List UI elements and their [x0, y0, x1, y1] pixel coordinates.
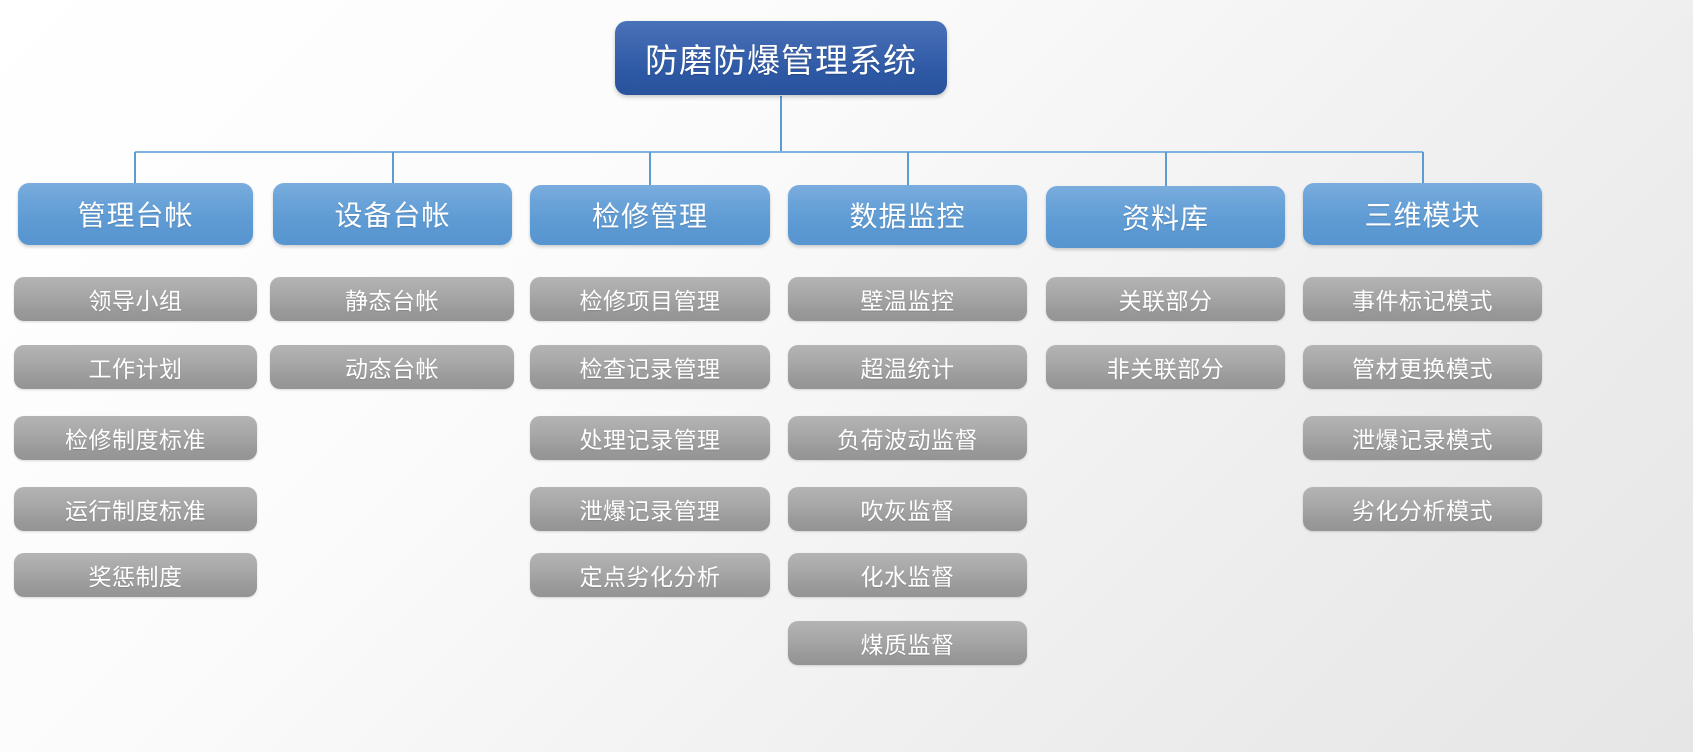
leaf-node-label: 动态台帐 [345, 356, 439, 382]
leaf-node-label: 劣化分析模式 [1352, 498, 1493, 524]
leaf-node-label: 定点劣化分析 [579, 564, 721, 590]
level2-node-label: 管理台帐 [77, 200, 194, 231]
leaf-node-1-3[interactable]: 检修制度标准 [14, 416, 257, 460]
leaf-node-4-4[interactable]: 吹灰监督 [788, 487, 1027, 531]
leaf-node-5-2[interactable]: 非关联部分 [1046, 345, 1285, 389]
leaf-node-label: 静态台帐 [345, 288, 439, 314]
leaf-node-label: 关联部分 [1118, 288, 1213, 314]
leaf-node-1-5[interactable]: 奖惩制度 [14, 553, 257, 597]
leaf-node-label: 运行制度标准 [65, 498, 206, 524]
leaf-node-label: 事件标记模式 [1352, 288, 1493, 314]
leaf-node-label: 泄爆记录模式 [1352, 427, 1493, 453]
leaf-node-1-1[interactable]: 领导小组 [14, 277, 257, 321]
level2-node-label: 检修管理 [591, 201, 708, 232]
leaf-node-label: 工作计划 [88, 356, 183, 382]
leaf-node-2-2[interactable]: 动态台帐 [270, 345, 514, 389]
leaf-node-4-6[interactable]: 煤质监督 [788, 621, 1027, 665]
leaf-node-label: 奖惩制度 [88, 564, 183, 590]
leaf-node-label: 领导小组 [88, 288, 183, 314]
level2-node-2[interactable]: 设备台帐 [273, 183, 512, 245]
root-node-label: 防磨防爆管理系统 [645, 42, 917, 79]
leaf-node-label: 非关联部分 [1106, 356, 1225, 382]
level2-node-label: 三维模块 [1364, 200, 1481, 231]
leaf-node-label: 处理记录管理 [579, 427, 721, 453]
leaf-node-3-4[interactable]: 泄爆记录管理 [530, 487, 770, 531]
level2-node-6[interactable]: 三维模块 [1303, 183, 1542, 245]
leaf-node-label: 负荷波动监督 [837, 427, 978, 453]
leaf-node-label: 管材更换模式 [1352, 356, 1493, 382]
level2-node-3[interactable]: 检修管理 [530, 185, 770, 245]
leaf-node-label: 化水监督 [860, 564, 955, 590]
level2-node-4[interactable]: 数据监控 [788, 185, 1027, 245]
leaf-node-label: 检修项目管理 [579, 288, 721, 314]
leaf-node-4-5[interactable]: 化水监督 [788, 553, 1027, 597]
leaf-node-label: 检修制度标准 [65, 427, 206, 453]
leaf-node-6-4[interactable]: 劣化分析模式 [1303, 487, 1542, 531]
level2-node-5[interactable]: 资料库 [1046, 186, 1285, 248]
leaf-node-6-3[interactable]: 泄爆记录模式 [1303, 416, 1542, 460]
leaf-node-1-2[interactable]: 工作计划 [14, 345, 257, 389]
leaf-node-4-1[interactable]: 壁温监控 [788, 277, 1027, 321]
leaf-node-2-1[interactable]: 静态台帐 [270, 277, 514, 321]
leaf-node-6-1[interactable]: 事件标记模式 [1303, 277, 1542, 321]
leaf-node-3-3[interactable]: 处理记录管理 [530, 416, 770, 460]
leaf-node-3-5[interactable]: 定点劣化分析 [530, 553, 770, 597]
leaf-node-label: 检查记录管理 [579, 356, 721, 382]
leaf-node-5-1[interactable]: 关联部分 [1046, 277, 1285, 321]
level2-node-1[interactable]: 管理台帐 [18, 183, 253, 245]
leaf-node-6-2[interactable]: 管材更换模式 [1303, 345, 1542, 389]
leaf-node-label: 壁温监控 [860, 288, 955, 314]
leaf-node-4-2[interactable]: 超温统计 [788, 345, 1027, 389]
leaf-node-3-1[interactable]: 检修项目管理 [530, 277, 770, 321]
leaf-node-label: 煤质监督 [860, 632, 955, 658]
leaf-node-4-3[interactable]: 负荷波动监督 [788, 416, 1027, 460]
leaf-node-3-2[interactable]: 检查记录管理 [530, 345, 770, 389]
level2-node-label: 资料库 [1121, 203, 1209, 234]
leaf-node-1-4[interactable]: 运行制度标准 [14, 487, 257, 531]
level2-node-label: 设备台帐 [334, 200, 451, 231]
leaf-node-label: 超温统计 [860, 356, 955, 382]
leaf-node-label: 泄爆记录管理 [579, 498, 721, 524]
level2-node-label: 数据监控 [849, 201, 966, 232]
leaf-node-label: 吹灰监督 [860, 498, 955, 524]
root-node-system-title[interactable]: 防磨防爆管理系统 [615, 21, 947, 95]
